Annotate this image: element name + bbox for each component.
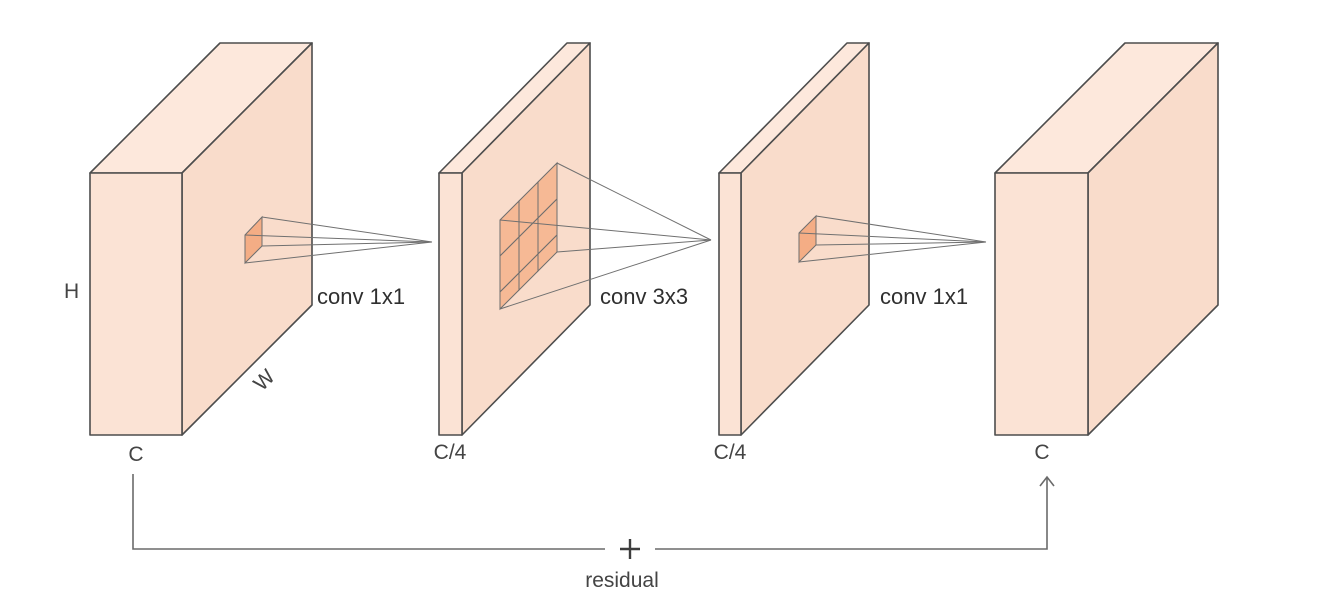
conv1-tensor-front-face [438, 172, 463, 436]
input-kernel-ray [261, 241, 433, 247]
conv2-channels-label: C/4 [714, 441, 747, 464]
kernel-3x3-ray [499, 219, 712, 241]
conv2-kernel-ray [798, 241, 987, 263]
residual-label: residual [585, 569, 659, 592]
input-tensor [89, 42, 313, 436]
conv1-channels-label: C/4 [434, 441, 467, 464]
residual-line-right [655, 478, 1048, 550]
input-kernel-ray [261, 216, 433, 243]
input-kernel-1x1 [244, 215, 433, 265]
input-tensor-front-face [89, 172, 183, 436]
output-channels-label: C [1034, 441, 1049, 464]
conv2-kernel-1x1 [798, 214, 987, 264]
op2-label: conv 3x3 [600, 284, 688, 309]
output-tensor-front-face [994, 172, 1089, 436]
conv2-kernel-ray [815, 215, 987, 243]
input-kernel-ray [244, 234, 433, 243]
height-label: H [64, 280, 79, 303]
residual-line-left [132, 474, 605, 550]
conv2-output-tensor [718, 42, 870, 436]
kernel-3x3-ray [556, 239, 712, 253]
input-channels-label: C [128, 443, 143, 466]
op3-label: conv 1x1 [880, 284, 968, 309]
output-tensor [994, 42, 1219, 436]
op1-label: conv 1x1 [317, 284, 405, 309]
kernel-3x3-ray [499, 239, 712, 310]
conv2-kernel-ray [798, 232, 987, 243]
residual-connection [132, 474, 1055, 559]
conv2-tensor-front-face [718, 172, 742, 436]
residual-arrowhead [1039, 475, 1055, 487]
kernel-3x3-grid [499, 161, 712, 311]
kernel-3x3-ray [556, 162, 712, 241]
input-kernel-ray [244, 241, 433, 264]
conv2-kernel-ray [815, 241, 987, 246]
width-label: W [249, 365, 279, 395]
